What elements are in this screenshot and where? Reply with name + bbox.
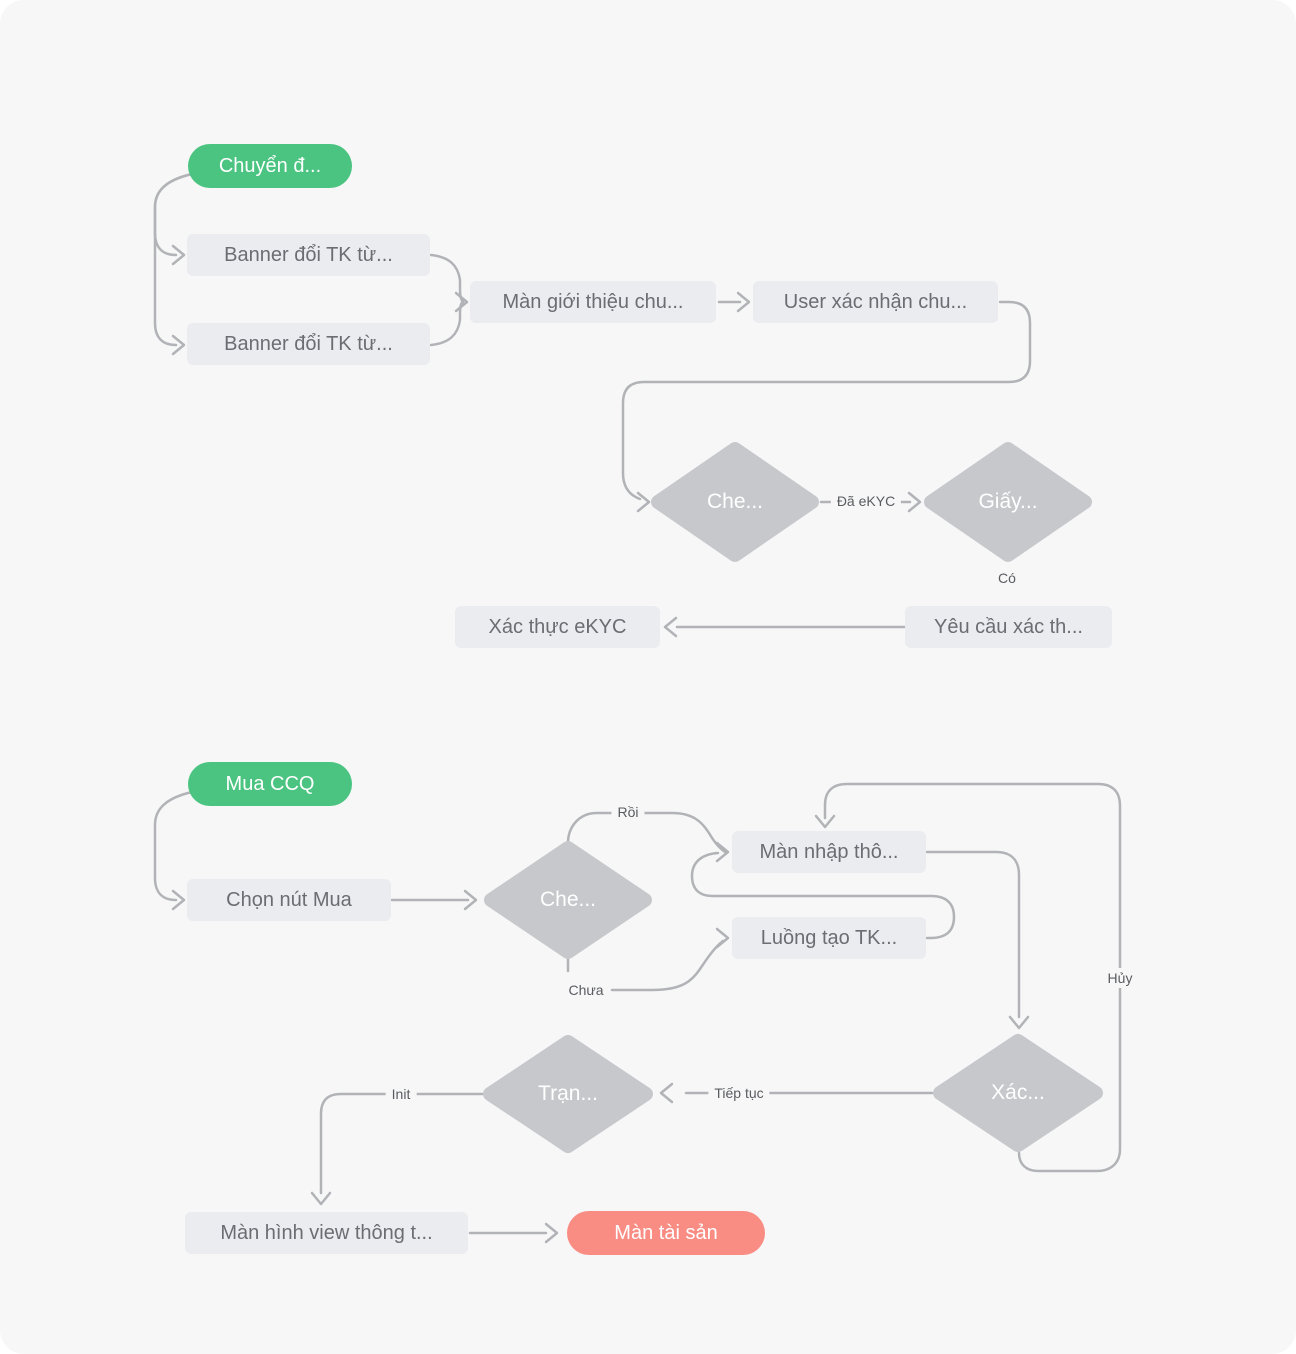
edge-chua-to-luongtao [610,939,725,992]
edge-start-to-chonnutmua [153,790,194,902]
arrowhead [310,1191,332,1206]
edge-label-da-ekyc: Đã eKYC [830,491,902,511]
edge-luongtao-loop-to-mannhap [690,851,956,940]
arrowhead [544,1222,559,1244]
arrowhead [454,291,469,313]
edge-check2-roi-to-mannhap [566,811,727,854]
arrowhead [814,814,836,829]
decision-label-check-account: Che... [539,888,597,911]
process-chon-nut-mua[interactable]: Chọn nút Mua [187,879,391,921]
arrowhead [663,616,678,638]
edge-start-to-banner-bottom [153,172,194,347]
decision-label-check-ekyc: Che... [706,490,764,513]
decision-label-xac-nhan: Xác... [991,1081,1045,1104]
arrowhead [659,1082,674,1104]
arrowhead [171,244,186,266]
edge-banner-top-to-gioithieu [429,253,465,304]
decision-giay-to[interactable] [924,442,1092,562]
process-luong-tao-tk[interactable]: Luồng tạo TK... [732,917,926,959]
process-banner-doi-tk-top[interactable]: Banner đổi TK từ... [187,234,430,276]
edge-label-tiep-tuc: Tiếp tục [708,1083,770,1103]
arrowhead [715,841,730,863]
arrowhead [907,491,922,513]
arrowhead [1008,1015,1030,1030]
arrowhead [715,927,730,949]
edge-label-chua: Chưa [562,980,610,1000]
arrowhead [171,334,186,356]
process-man-gioi-thieu[interactable]: Màn giới thiệu chu... [470,281,716,323]
edge-label-init: Init [385,1084,417,1104]
decision-label-trang-thai: Trạn... [538,1082,598,1105]
edge-mannhap-to-xacnhan [925,850,1021,1019]
process-man-hinh-view-thong-tin[interactable]: Màn hình view thông t... [185,1212,468,1254]
process-banner-doi-tk-bottom[interactable]: Banner đổi TK từ... [187,323,430,365]
decision-check-account[interactable] [484,841,652,959]
arrowhead [736,291,751,313]
process-xac-thuc-ekyc[interactable]: Xác thực eKYC [455,606,660,648]
edge-xacnhan-huy-to-mannhap [823,782,1122,1173]
arrowhead [636,491,651,513]
edge-userxacnhan-to-check1 [621,300,1032,501]
start-node-chuyen-doi[interactable]: Chuyển đ... [188,144,352,188]
decision-trang-thai[interactable] [483,1035,653,1153]
arrowhead [171,889,186,911]
decision-check-ekyc-status[interactable] [651,442,819,562]
process-man-nhap-thong-tin[interactable]: Màn nhập thô... [732,831,926,873]
end-node-man-tai-san[interactable]: Màn tài sản [567,1211,765,1255]
decision-label-giay-to: Giấy... [978,490,1038,513]
edge-label-huy: Hủy [1101,968,1139,988]
edge-label-roi: Rồi [611,802,645,822]
edge-trangthai-init-to-manview [319,1092,486,1195]
process-yeu-cau-xac-thuc[interactable]: Yêu cầu xác th... [905,606,1112,648]
edge-label-co: Có [992,568,1022,588]
edge-banner-bottom-to-gioithieu [429,300,465,347]
start-node-mua-ccq[interactable]: Mua CCQ [188,762,352,806]
arrowhead [463,889,478,911]
decision-xac-nhan[interactable] [933,1034,1103,1152]
process-user-xac-nhan[interactable]: User xác nhận chu... [753,281,998,323]
